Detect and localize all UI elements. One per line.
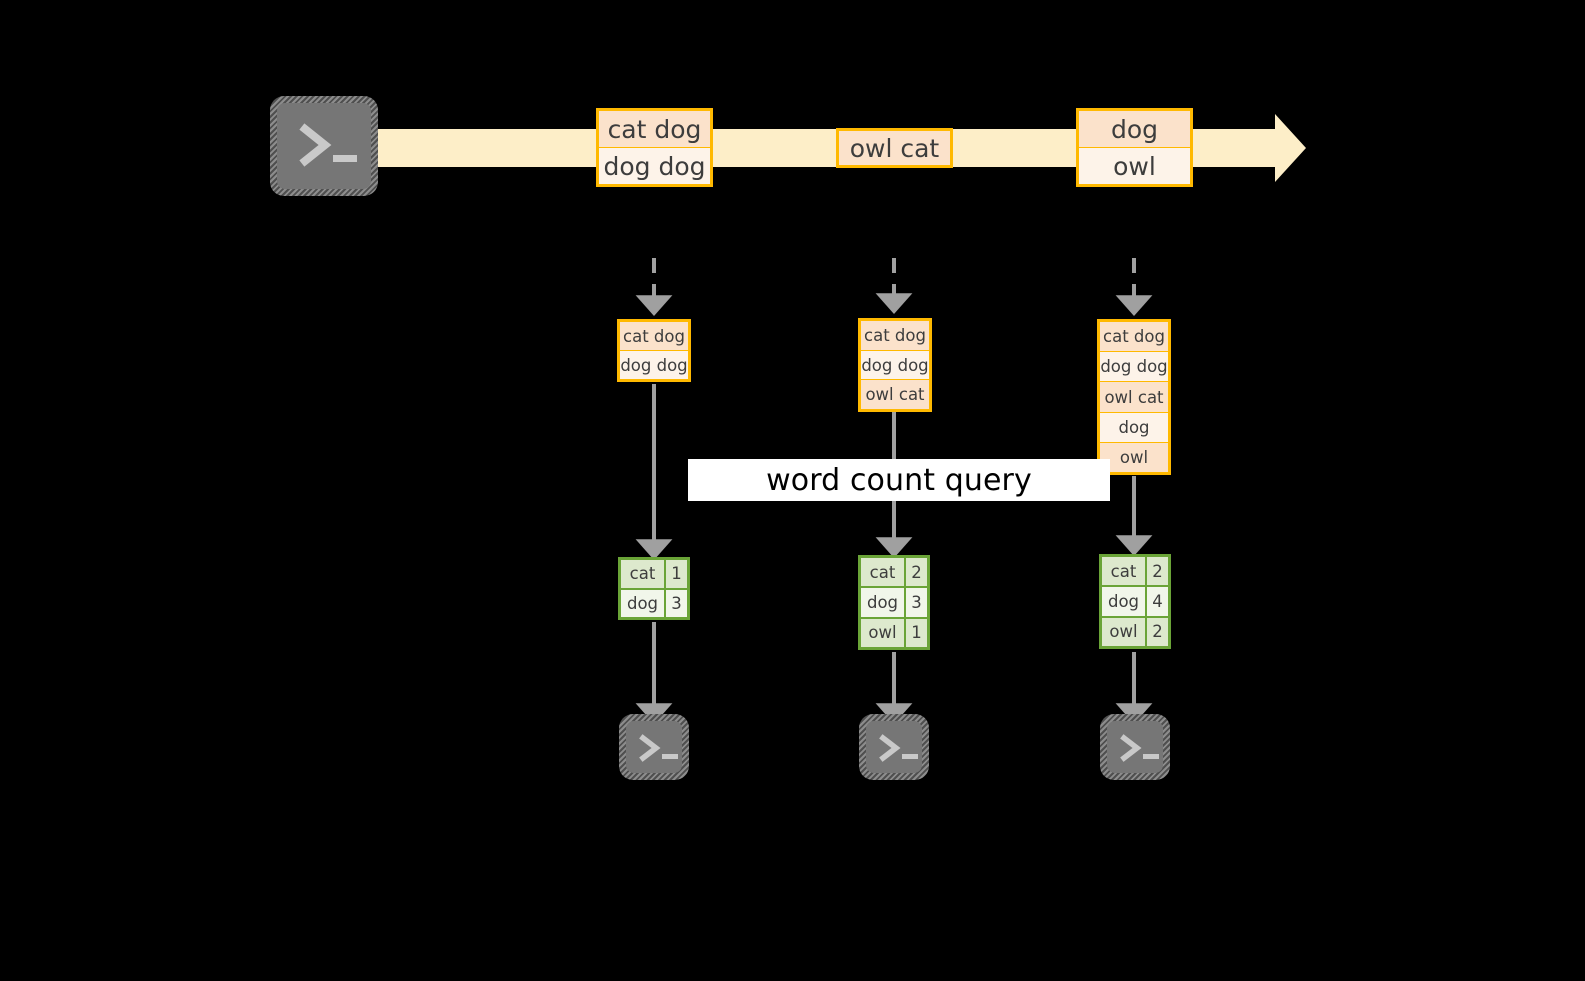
snapshot-table-3[interactable]: cat dog dog dog owl cat dog owl xyxy=(1097,319,1171,475)
event-stream-arrowhead xyxy=(1275,114,1306,182)
sink-terminal-icon-1[interactable] xyxy=(619,714,689,780)
stream-event-line: owl cat xyxy=(839,131,950,165)
result-word: cat xyxy=(861,558,906,587)
snapshot-row: dog dog xyxy=(620,351,688,379)
result-table-1[interactable]: cat 1 dog 3 xyxy=(618,557,690,620)
snapshot-row: dog dog xyxy=(861,350,929,381)
snapshot-row: cat dog xyxy=(620,322,688,351)
result-count: 3 xyxy=(911,592,922,612)
result-row: dog 4 xyxy=(1102,587,1168,618)
result-row: dog 3 xyxy=(621,589,687,617)
result-count: 1 xyxy=(911,623,922,643)
snapshot-row: dog xyxy=(1100,412,1168,443)
result-row: cat 1 xyxy=(621,560,687,590)
sink-terminal-icon-2[interactable] xyxy=(859,714,929,780)
result-word: dog xyxy=(621,589,666,617)
snapshot-row: cat dog xyxy=(1100,322,1168,353)
snapshot-row: cat dog xyxy=(861,321,929,351)
result-word: cat xyxy=(1102,557,1147,586)
stream-event-line: dog xyxy=(1079,111,1190,148)
result-row: owl 2 xyxy=(1102,617,1168,646)
snapshot-table-1[interactable]: cat dog dog dog xyxy=(617,319,691,382)
terminal-prompt-glyph xyxy=(1120,734,1159,762)
snapshot-row: owl xyxy=(1100,442,1168,473)
result-row: cat 2 xyxy=(1102,557,1168,588)
snapshot-row: owl cat xyxy=(861,380,929,410)
result-count: 2 xyxy=(911,562,922,582)
result-count: 3 xyxy=(671,593,682,613)
terminal-prompt-glyph xyxy=(879,734,918,762)
result-count: 4 xyxy=(1152,591,1163,611)
stream-event-line: owl xyxy=(1079,148,1190,184)
result-word: owl xyxy=(1102,617,1147,646)
stream-event-line: dog dog xyxy=(599,148,710,184)
result-count: 2 xyxy=(1152,622,1163,642)
result-word: cat xyxy=(621,560,666,588)
snapshot-row: dog dog xyxy=(1100,352,1168,383)
result-count: 2 xyxy=(1152,561,1163,581)
result-word: owl xyxy=(861,618,906,647)
stream-event-group-3[interactable]: dog owl xyxy=(1076,108,1193,187)
stream-event-group-2[interactable]: owl cat xyxy=(836,128,953,168)
result-word: dog xyxy=(861,588,906,617)
result-row: owl 1 xyxy=(861,618,927,647)
result-row: cat 2 xyxy=(861,558,927,589)
query-banner-label: word count query xyxy=(766,462,1032,498)
snapshot-table-2[interactable]: cat dog dog dog owl cat xyxy=(858,318,932,412)
stream-event-line: cat dog xyxy=(599,111,710,148)
snapshot-row: owl cat xyxy=(1100,382,1168,413)
result-row: dog 3 xyxy=(861,588,927,619)
source-terminal-icon[interactable] xyxy=(270,96,378,196)
terminal-prompt-glyph xyxy=(299,123,357,167)
stream-event-group-1[interactable]: cat dog dog dog xyxy=(596,108,713,187)
result-table-2[interactable]: cat 2 dog 3 owl 1 xyxy=(858,555,930,650)
query-banner: word count query xyxy=(688,459,1110,501)
result-word: dog xyxy=(1102,587,1147,616)
terminal-prompt-glyph xyxy=(639,734,678,762)
result-count: 1 xyxy=(671,564,682,584)
result-table-3[interactable]: cat 2 dog 4 owl 2 xyxy=(1099,554,1171,649)
sink-terminal-icon-3[interactable] xyxy=(1100,714,1170,780)
